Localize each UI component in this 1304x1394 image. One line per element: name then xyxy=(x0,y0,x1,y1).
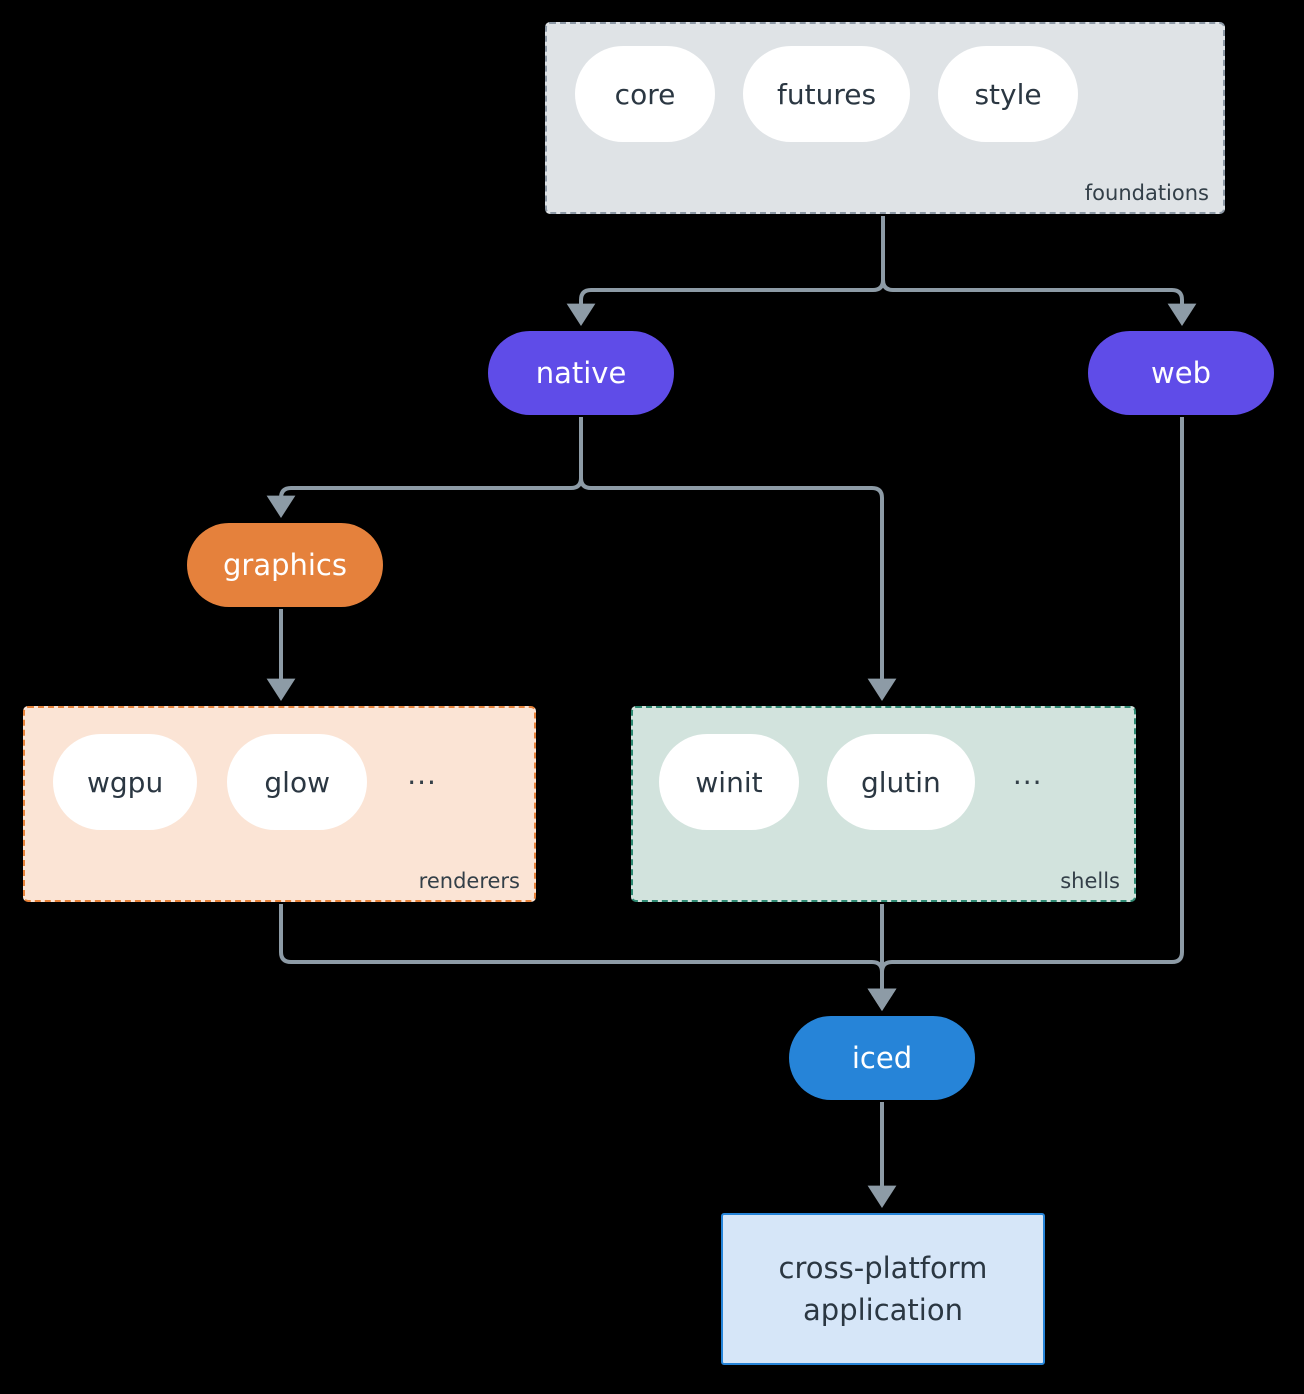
node-native[interactable]: native xyxy=(488,331,674,415)
edge-renderers-iced xyxy=(279,904,897,1012)
group-renderers: wgpu glow ... renderers xyxy=(23,706,536,902)
renderers-ellipsis: ... xyxy=(407,758,437,791)
chip-futures[interactable]: futures xyxy=(743,46,911,142)
group-foundations: core futures style foundations xyxy=(545,22,1225,214)
group-shells: winit glutin ... shells xyxy=(631,706,1136,902)
chip-winit[interactable]: winit xyxy=(659,734,799,830)
edge-native-graphics xyxy=(266,417,583,519)
chip-style[interactable]: style xyxy=(938,46,1079,142)
chip-glutin[interactable]: glutin xyxy=(827,734,975,830)
node-graphics[interactable]: graphics xyxy=(187,523,383,607)
node-cross-platform-application[interactable]: cross-platform application xyxy=(721,1213,1045,1365)
chip-core[interactable]: core xyxy=(575,46,715,142)
application-line-1: cross-platform xyxy=(778,1250,988,1285)
edge-foundations-native xyxy=(566,216,885,327)
group-foundations-label: foundations xyxy=(1084,181,1209,205)
node-web[interactable]: web xyxy=(1088,331,1274,415)
application-line-2: application xyxy=(803,1293,963,1327)
edge-native-shells xyxy=(579,417,897,702)
group-renderers-label: renderers xyxy=(418,869,520,893)
group-renderers-items: wgpu glow ... xyxy=(53,734,443,830)
group-foundations-items: core futures style xyxy=(575,46,1079,142)
edge-foundations-web xyxy=(881,216,1197,327)
shells-ellipsis: ... xyxy=(1012,758,1043,791)
group-shells-items: winit glutin ... xyxy=(659,734,1049,830)
group-shells-label: shells xyxy=(1060,869,1120,893)
node-iced[interactable]: iced xyxy=(789,1016,975,1100)
chip-glow[interactable]: glow xyxy=(227,734,368,830)
chip-wgpu[interactable]: wgpu xyxy=(53,734,198,830)
